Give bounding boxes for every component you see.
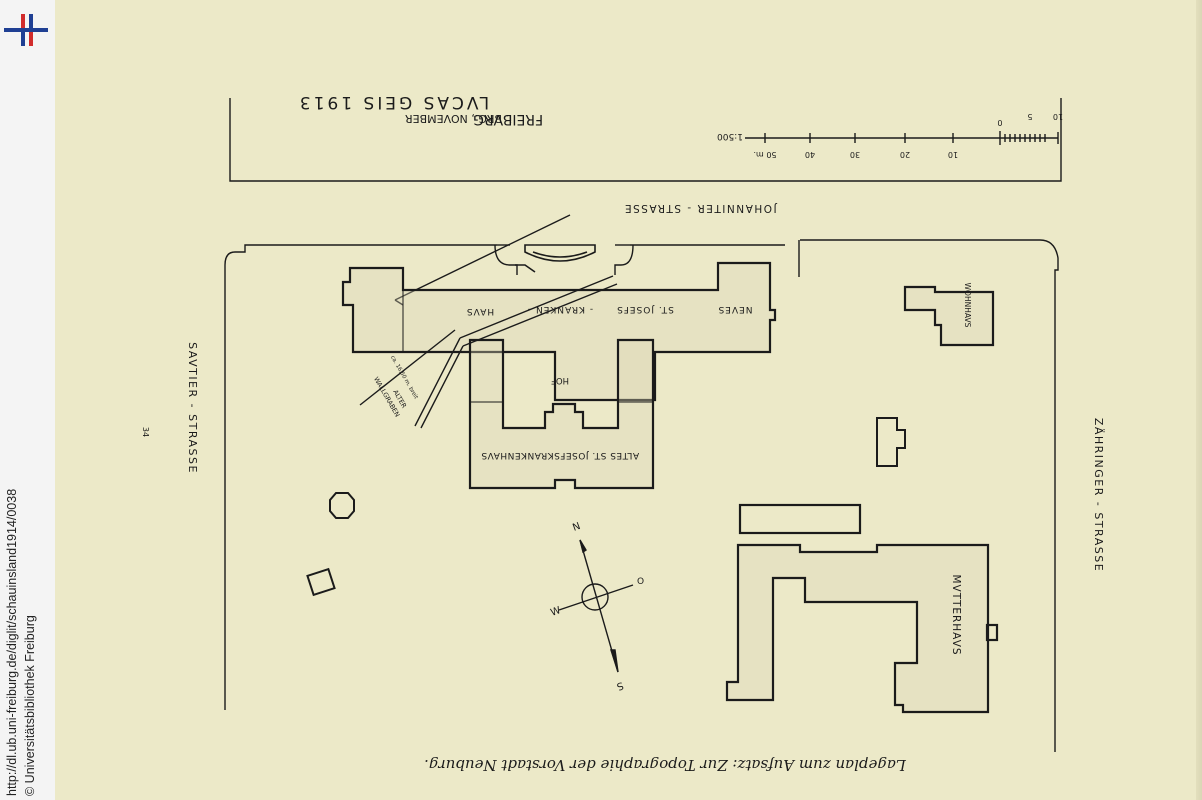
title-place-suffix: i. BRG., NOVEMBER [405,112,512,125]
map-sheet: Lageplan zum Aufsatz: Zur Topographie de… [55,0,1202,800]
street-sautier: SAVTIER - STRASSE [186,342,199,474]
label-mutterhaus: MVTTERHAVS [950,574,962,655]
labels: Lageplan zum Aufsatz: Zur Topographie de… [141,92,1105,774]
street-johanniter: JOHANNITER - STRASSE [623,202,777,214]
chapel-apse [515,244,596,273]
label-neues: NEVES [718,304,753,314]
compass-rose [558,539,634,673]
label-neues-haus: HAVS [466,306,494,316]
scale-tick-label: 5 [1027,112,1032,121]
title-place: FREIBVRG [473,111,543,127]
compass-s: S [615,679,625,692]
ub-freiburg-logo-icon [4,14,48,46]
scale-label: 1:500 [717,131,743,141]
viewer-sidebar: http://dl.ub.uni-freiburg.de/diglit/scha… [0,0,55,800]
scale-bar [745,131,1059,145]
label-neues-st-josefs: ST. JOSEFS [616,304,674,314]
scale-tick-label: 30 [850,150,860,159]
page-number: 34 [141,427,150,437]
scale-tick-label: 10 [948,150,958,159]
copyright-notice: © Universitätsbibliothek Freiburg [23,615,37,796]
scale-tick-label: 20 [900,150,910,159]
small-shed [306,567,336,597]
scale-tick-label: 10 [1053,112,1063,121]
compass-n: N [571,521,582,534]
label-hof: HOF [551,375,569,385]
small-pavilion [876,417,906,467]
site-plan: Lageplan zum Aufsatz: Zur Topographie de… [141,92,1105,774]
building-wohnhaus [903,285,995,347]
octagon-structure [329,492,355,519]
scale-tick-label: 0 [997,118,1002,127]
source-url[interactable]: http://dl.ub.uni-freiburg.de/diglit/scha… [5,488,19,796]
scale-tick-label: 50 m. [753,150,776,159]
title-block [229,98,1062,182]
old-moat-line [359,275,618,429]
building-mutterhaus [725,543,999,714]
label-altes: ALTES ST. JOSEFSKRANKENHAVS [481,450,639,460]
map-caption: Lageplan zum Aufsatz: Zur Topographie de… [424,756,907,774]
street-zaehringer: ZÄHRINGER - STRASSE [1092,418,1105,572]
compass-o: O [637,577,644,587]
street-boundaries [224,214,1059,752]
compass-w: W [549,605,562,619]
label-neues-kranken: - KRANKEN - [527,304,593,314]
title-author: LVCAS GEIS 1913 [297,92,489,112]
long-outbuilding [738,503,862,535]
building-altes-krankenhaus [468,338,655,490]
building-neues-krankenhaus [341,261,777,402]
scale-tick-label: 40 [805,150,815,159]
label-wohnhaus: WOHNHAVS [963,283,972,328]
